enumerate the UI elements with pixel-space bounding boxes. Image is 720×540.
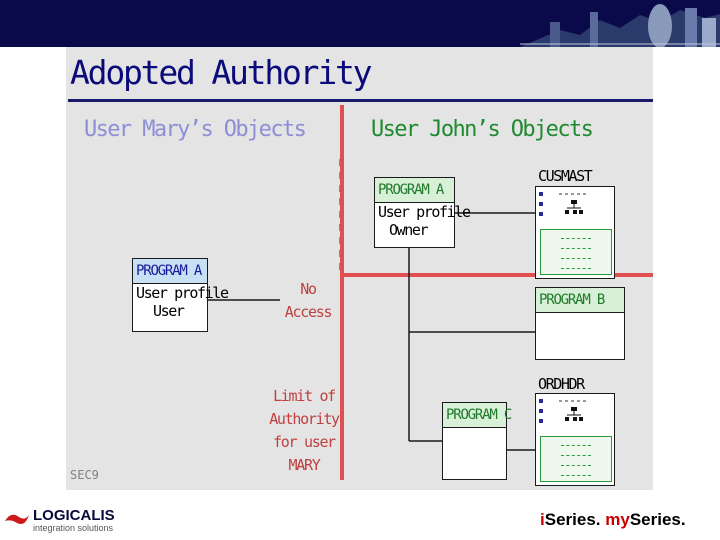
ordhdr-hierarchy-icon xyxy=(536,394,614,434)
limit-line4: MARY xyxy=(266,454,342,477)
logicalis-swoosh-icon xyxy=(3,507,31,533)
header-bar xyxy=(0,0,720,47)
program-a-john-line1: User profile xyxy=(375,203,454,221)
program-a-john-title: PROGRAM A xyxy=(375,178,454,203)
logicalis-tagline: integration solutions xyxy=(33,523,113,533)
logicalis-wordmark: LOGICALIS xyxy=(33,507,115,524)
ordhdr-records xyxy=(540,436,612,482)
ordhdr-file xyxy=(535,393,615,486)
limit-line3: for user xyxy=(266,431,342,454)
city-skyline-image xyxy=(520,0,720,47)
brand-series-1: Series. xyxy=(545,510,606,529)
cusmast-file xyxy=(535,186,615,279)
program-b-title: PROGRAM B xyxy=(536,288,624,313)
limit-line2: Authority xyxy=(266,408,342,431)
program-a-mary-title: PROGRAM A xyxy=(133,259,207,284)
program-b-box: PROGRAM B xyxy=(535,287,625,360)
limit-of-authority-note: Limit of Authority for user MARY xyxy=(266,385,342,477)
program-a-mary-line2: User xyxy=(133,302,207,320)
authority-boundary-path xyxy=(342,105,343,275)
brand-series-2: Series. xyxy=(630,510,686,529)
program-a-john-box: PROGRAM A User profile Owner xyxy=(374,177,455,248)
program-a-john-line2: Owner xyxy=(375,221,454,239)
program-a-mary-box: PROGRAM A User profile User xyxy=(132,258,208,332)
no-access-line1: No xyxy=(280,278,336,301)
iseries-brand: iSeries. mySeries. xyxy=(540,510,686,530)
slide-panel: Adopted Authority User Mary’s Objects Us… xyxy=(66,47,653,490)
program-a-mary-line1: User profile xyxy=(133,284,207,302)
no-access-note: No Access xyxy=(280,278,336,324)
cusmast-label: CUSMAST xyxy=(538,167,591,185)
limit-line1: Limit of xyxy=(266,385,342,408)
ordhdr-label: ORDHDR xyxy=(538,375,584,393)
cusmast-records xyxy=(540,229,612,275)
section-label: SEC9 xyxy=(70,468,99,482)
program-c-box: PROGRAM C xyxy=(442,402,507,480)
cusmast-hierarchy-icon xyxy=(536,187,614,227)
brand-my: my xyxy=(605,510,630,529)
program-c-title: PROGRAM C xyxy=(443,403,506,428)
logicalis-logo: LOGICALIS integration solutions xyxy=(3,507,133,537)
no-access-line2: Access xyxy=(280,301,336,324)
